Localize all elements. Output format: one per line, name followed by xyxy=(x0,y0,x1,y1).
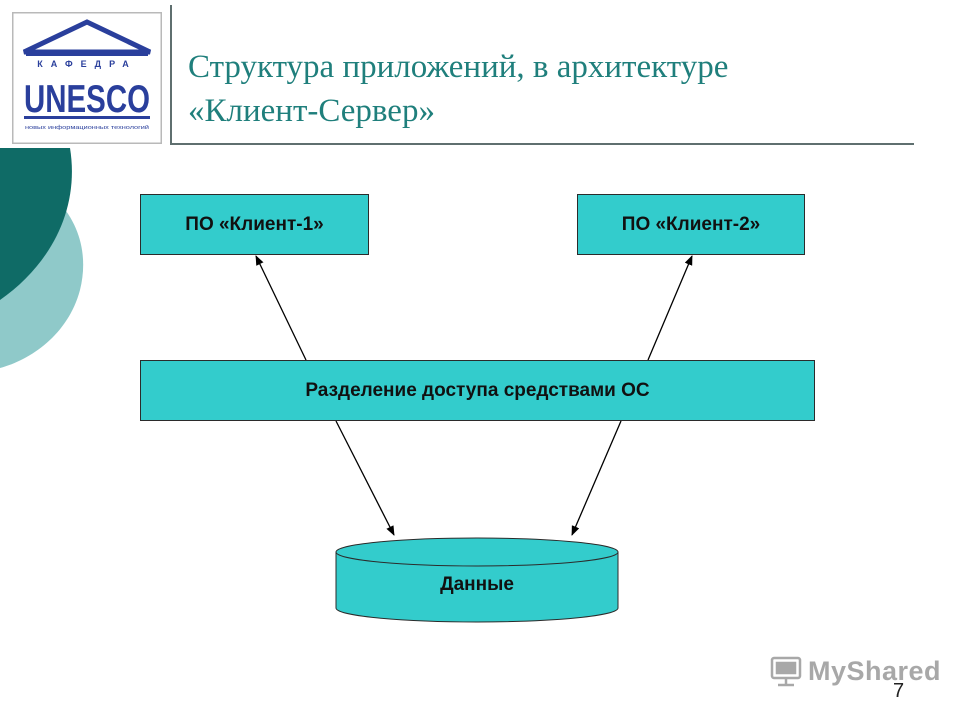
watermark-text: MyShared xyxy=(808,656,942,686)
decorative-swoosh xyxy=(0,148,84,368)
arrow-os-to-data-right xyxy=(571,420,622,536)
slide-title: Структура приложений, в архитектуре «Кли… xyxy=(188,45,728,133)
data-storage-label: Данные xyxy=(440,574,514,595)
arrow-os-to-client1 xyxy=(255,255,307,361)
watermark-logo xyxy=(770,656,802,687)
logo-bottom-text: новых информационных технологий xyxy=(25,124,149,131)
header-vertical-rule xyxy=(170,5,172,145)
slide-title-line-1: Структура приложений, в архитектуре xyxy=(188,49,729,85)
client1-box: ПО «Клиент-1» xyxy=(140,194,369,255)
page-number: 7 xyxy=(893,680,905,702)
data-cylinder xyxy=(335,537,619,623)
header-horizontal-rule xyxy=(172,143,914,145)
arrow-os-to-data-left xyxy=(335,420,395,536)
logo-main-text: UNESCO xyxy=(24,78,150,121)
presentation-icon xyxy=(770,656,802,687)
data-cylinder-top xyxy=(335,537,619,567)
unesco-logo: КАФЕДРА UNESCO новых информационных техн… xyxy=(12,12,162,144)
slide-title-line-2: «Клиент-Сервер» xyxy=(188,93,435,129)
os-access-layer-box: Разделение доступа средствами ОС xyxy=(140,360,815,421)
swoosh-dark xyxy=(0,148,72,300)
arrow-os-to-client2 xyxy=(647,255,693,361)
logo-top-text: КАФЕДРА xyxy=(37,59,137,69)
client2-box: ПО «Клиент-2» xyxy=(577,194,805,255)
